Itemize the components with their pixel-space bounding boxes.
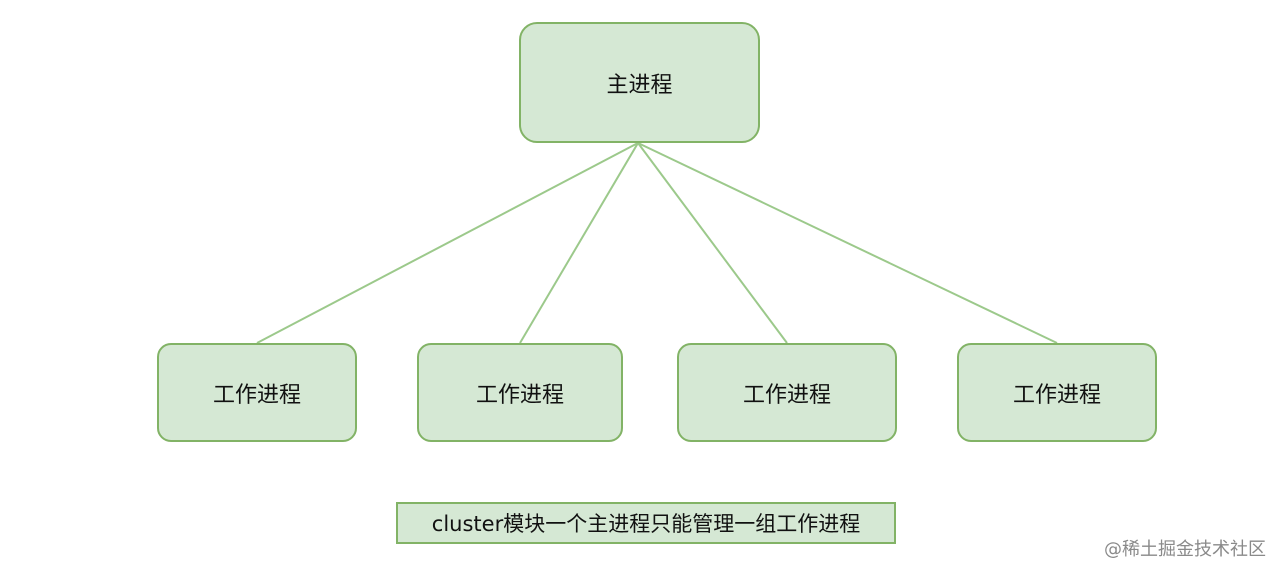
diagram-caption: cluster模块一个主进程只能管理一组工作进程 [396,502,896,544]
worker-process-label-3: 工作进程 [742,382,831,408]
worker-process-node-2: 工作进程 [417,343,623,442]
connector-root-worker-1 [256,142,639,344]
connector-root-worker-4 [637,142,1058,344]
worker-process-label-1: 工作进程 [212,382,301,408]
connector-root-worker-3 [637,142,788,344]
connector-root-worker-2 [519,142,639,344]
watermark: @稀土掘金技术社区 [1104,539,1266,560]
worker-process-label-2: 工作进程 [475,382,564,408]
master-process-label: 主进程 [606,72,673,98]
worker-process-node-3: 工作进程 [677,343,897,442]
master-process-node: 主进程 [519,22,760,143]
worker-process-node-1: 工作进程 [157,343,357,442]
worker-process-node-4: 工作进程 [957,343,1157,442]
worker-process-label-4: 工作进程 [1012,382,1101,408]
diagram-caption-text: cluster模块一个主进程只能管理一组工作进程 [431,512,861,536]
